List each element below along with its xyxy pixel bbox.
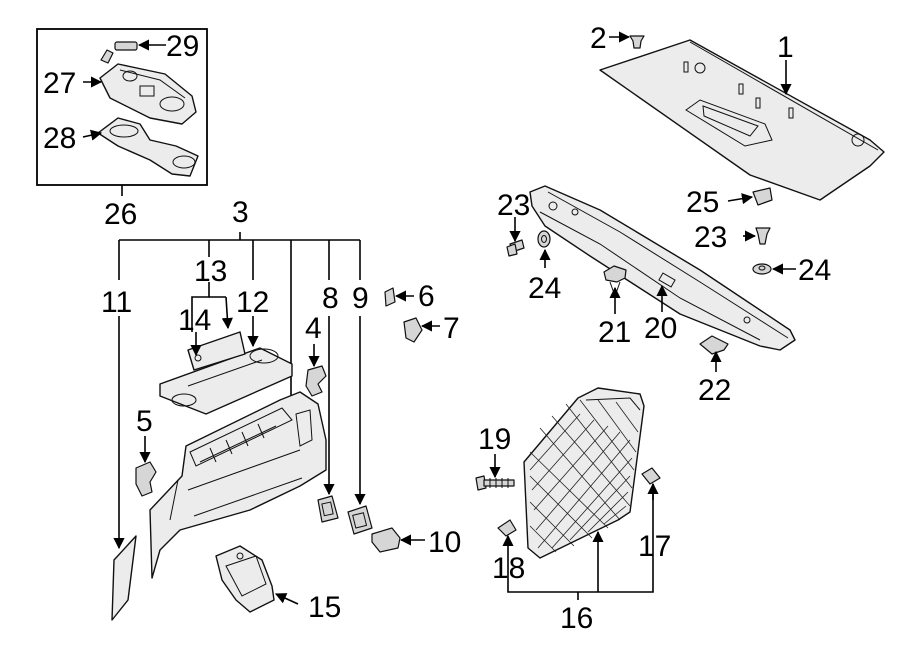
part-17-hook	[641, 467, 661, 485]
part-4-clip	[305, 365, 327, 397]
part-2-push-pin	[629, 35, 645, 49]
part-8-bezel	[317, 495, 339, 523]
callout-26: 26	[104, 198, 137, 231]
part-18-hook	[497, 519, 517, 537]
part-27-tab	[100, 49, 114, 64]
callout-12: 12	[236, 286, 269, 319]
part-6-clip	[384, 287, 396, 307]
callout-10: 10	[428, 526, 461, 559]
part-24-washer-right	[752, 263, 772, 275]
callout-20: 20	[644, 312, 677, 345]
callout-13: 13	[194, 255, 227, 288]
part-15-bracket	[215, 545, 275, 613]
part-7-bracket	[403, 317, 423, 343]
callout-11: 11	[101, 286, 132, 319]
callout-16: 16	[560, 602, 593, 635]
callout-2: 2	[590, 22, 607, 55]
part-24-washer	[537, 230, 551, 248]
part-3-quarter-trim-panel	[149, 391, 327, 579]
callout-15: 15	[308, 591, 341, 624]
callout-29: 29	[166, 30, 199, 63]
part-12-storage-tray	[159, 347, 293, 415]
part-25-cap	[752, 187, 773, 206]
callout-1: 1	[777, 31, 794, 64]
callout-9: 9	[352, 282, 369, 315]
callout-23-right: 23	[694, 221, 727, 254]
part-27-lamp-housing	[99, 63, 197, 125]
part-23-screw-right	[755, 227, 771, 245]
part-23-screw-head	[506, 243, 518, 257]
part-29-clip	[114, 41, 138, 51]
part-19-bolt	[475, 475, 487, 491]
callout-27: 27	[43, 67, 76, 100]
part-11-trim-strip	[111, 535, 137, 621]
part-21-clip	[603, 265, 627, 283]
callout-6: 6	[418, 280, 435, 313]
callout-19: 19	[478, 423, 511, 456]
callout-28: 28	[43, 122, 76, 155]
callout-8: 8	[322, 282, 339, 315]
callout-14: 14	[178, 304, 211, 337]
callout-5: 5	[136, 405, 153, 438]
part-13-lid	[187, 331, 246, 371]
part-9-bezel	[347, 505, 373, 535]
callout-25: 25	[686, 186, 719, 219]
callout-3: 3	[232, 196, 249, 229]
callout-21: 21	[598, 316, 631, 349]
callout-4: 4	[305, 312, 322, 345]
part-16-cargo-net-frame	[523, 387, 645, 559]
callout-7: 7	[443, 312, 460, 345]
callout-23-left: 23	[497, 189, 530, 222]
part-10-bracket	[371, 527, 401, 553]
callout-24-right: 24	[798, 254, 831, 287]
part-5-clip	[135, 461, 157, 497]
part-28-lens	[97, 117, 199, 177]
part-20-trim-rail	[529, 185, 796, 351]
callout-18: 18	[492, 552, 525, 585]
part-22-clip	[699, 335, 729, 355]
callout-24-left: 24	[528, 272, 561, 305]
callout-22: 22	[698, 374, 731, 407]
callout-17: 17	[638, 530, 671, 563]
cargo-net-mesh	[529, 399, 639, 553]
